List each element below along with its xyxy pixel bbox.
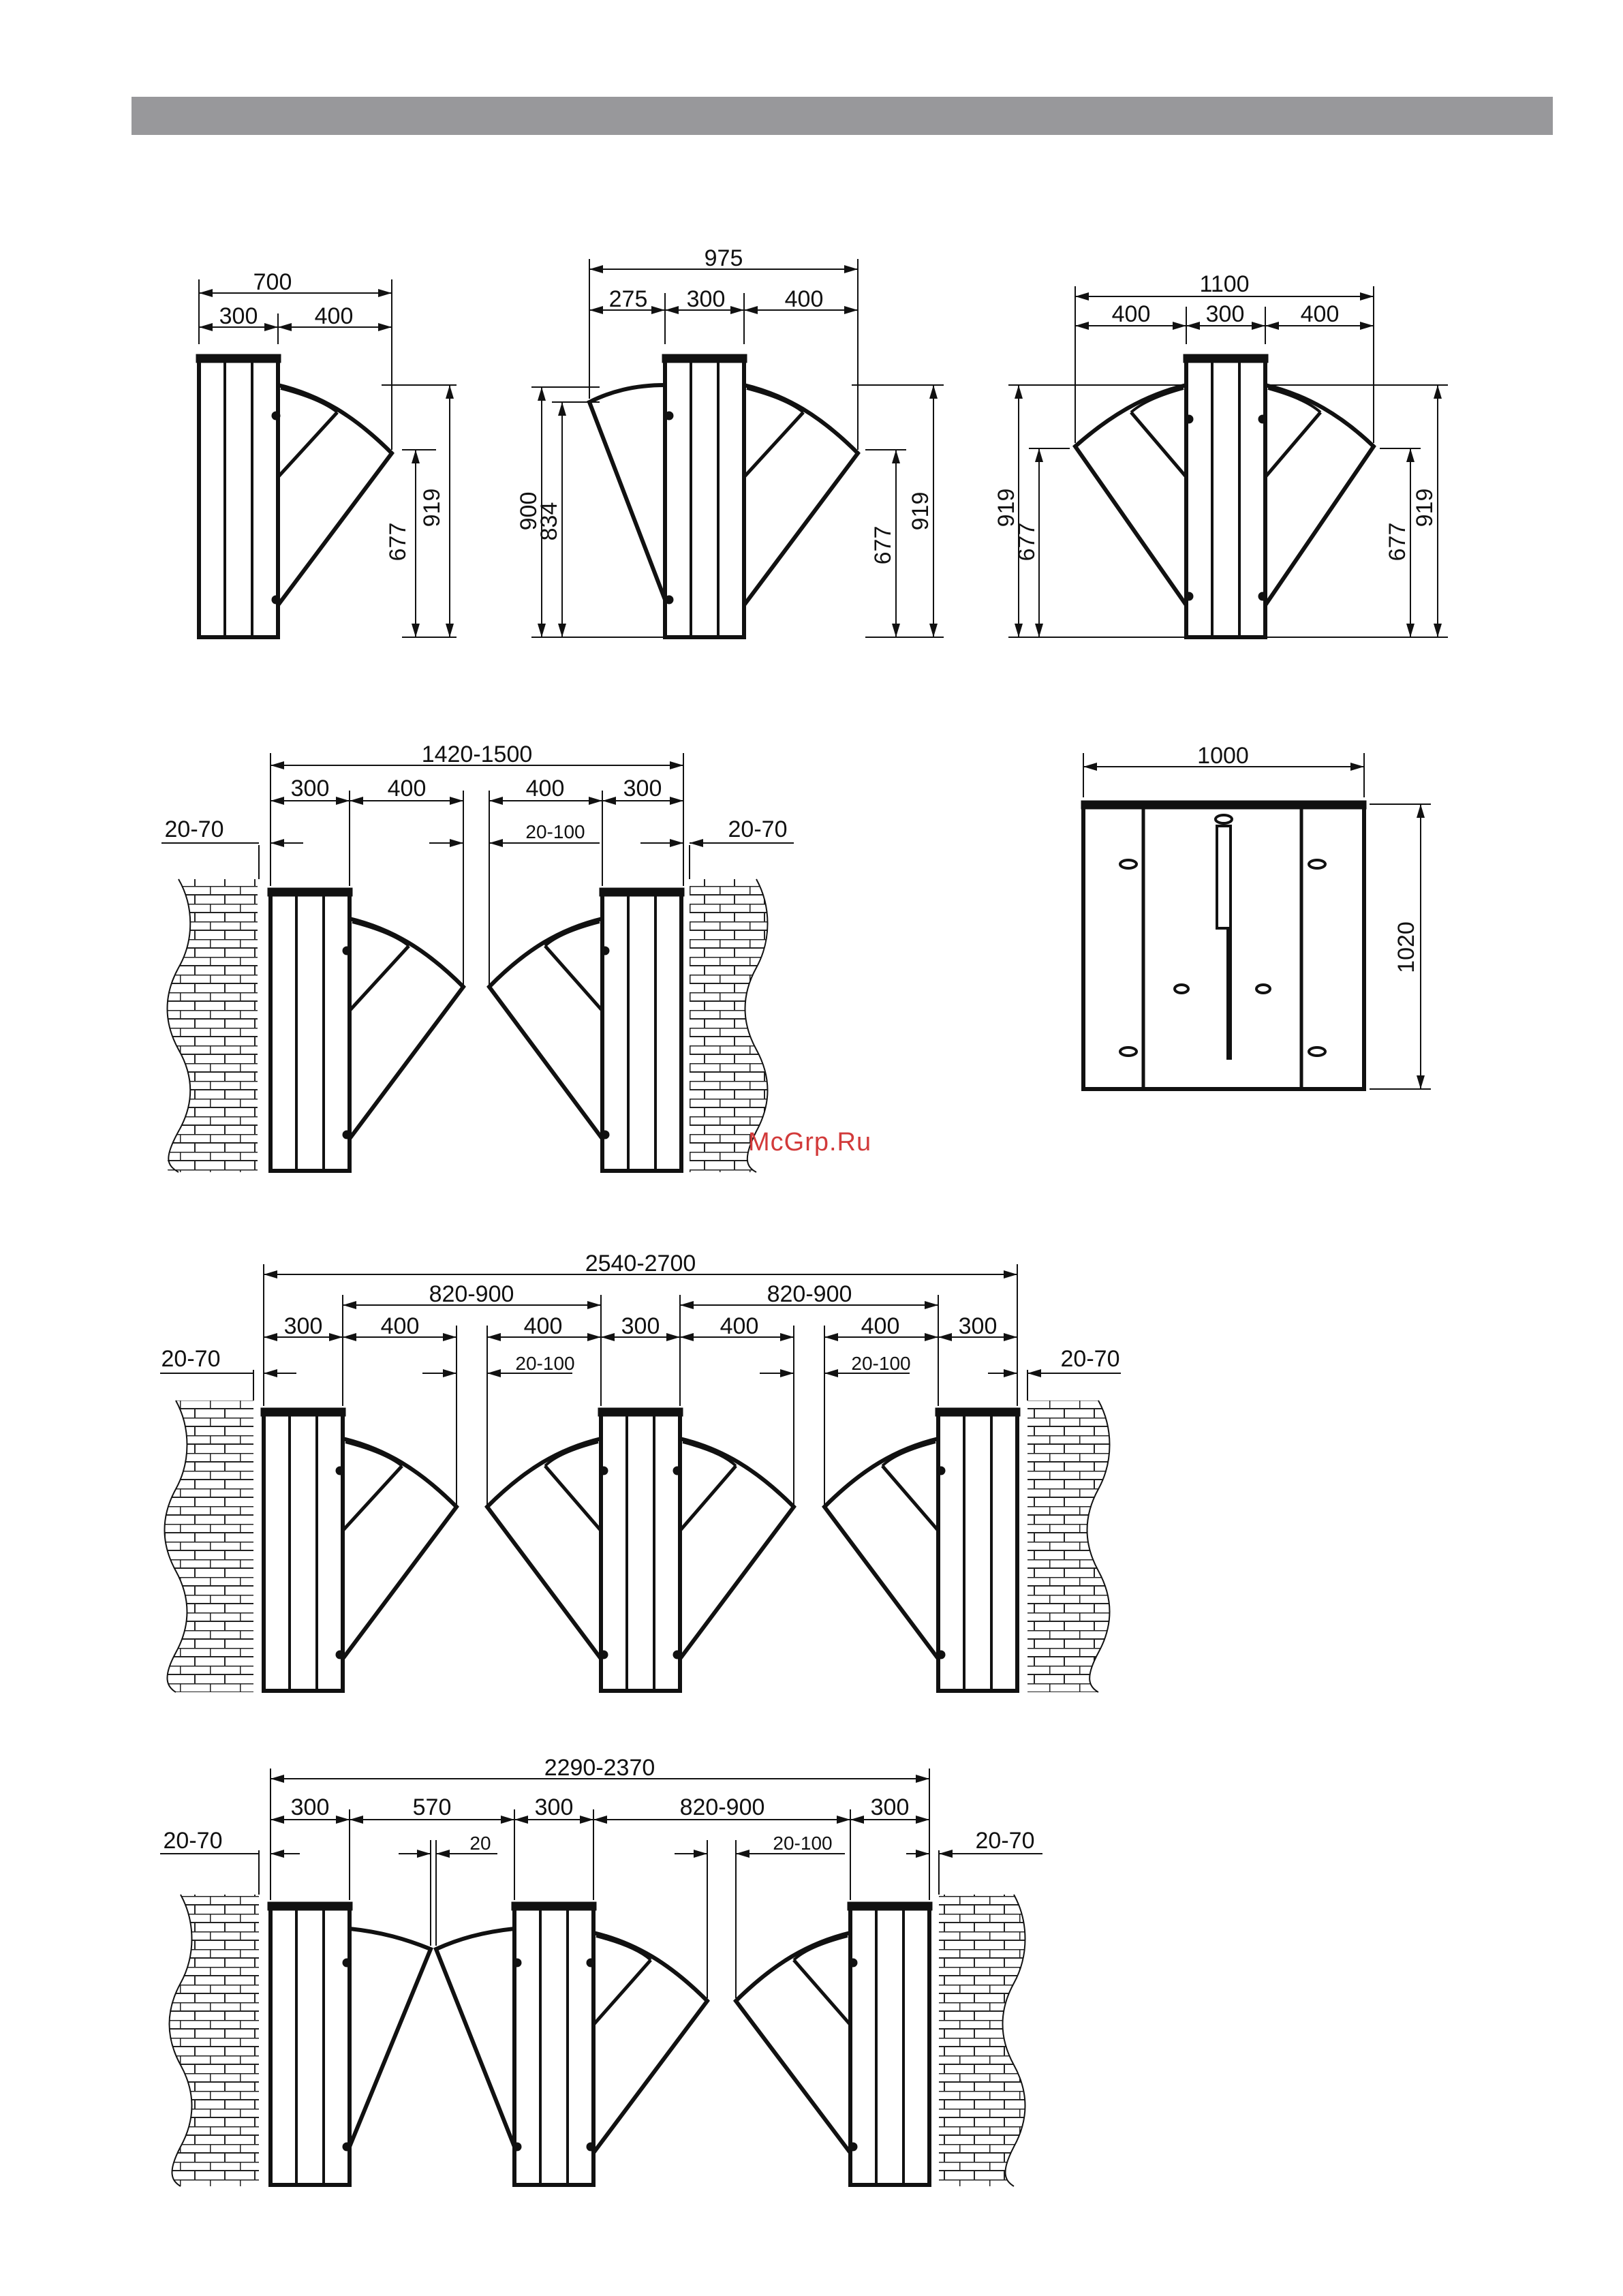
- dim-b-h4: 919: [908, 492, 933, 531]
- diagram-center-post: [1008, 286, 1448, 637]
- dim-b-post: 300: [687, 286, 726, 312]
- dim-g-wing-gap: 20-100: [773, 1833, 832, 1854]
- dim-c-right: 400: [1301, 301, 1340, 327]
- dim-c-h-left2: 677: [1014, 523, 1040, 562]
- wall-left: [168, 879, 258, 1175]
- diagram-front-view: [1081, 753, 1431, 1089]
- dim-b-h2: 834: [536, 502, 562, 541]
- diagram-post-two-wings: [531, 259, 944, 637]
- dim-g-wide: 570: [413, 1794, 452, 1820]
- dim-b-left: 275: [609, 286, 648, 312]
- dim-a-width: 700: [253, 269, 292, 295]
- dim-d-wall-gap-right: 20-70: [728, 816, 788, 842]
- dim-f-post3: 300: [959, 1313, 998, 1339]
- dim-d-wing1: 400: [388, 776, 427, 801]
- dim-a-height-total: 919: [419, 489, 445, 527]
- dim-g-passage: 820-900: [680, 1794, 765, 1820]
- wing: [278, 385, 392, 605]
- diagram-one-passage: [161, 753, 794, 1175]
- dim-a-wing: 400: [315, 303, 354, 329]
- dim-f-wing2: 400: [524, 1313, 563, 1339]
- dim-d-wing-gap: 20-100: [525, 821, 585, 842]
- dim-f-passage1: 820-900: [429, 1281, 514, 1307]
- dim-g-wall-gap-left: 20-70: [164, 1828, 223, 1854]
- wing-right: [744, 385, 858, 605]
- dim-g-total: 2290-2370: [544, 1755, 655, 1781]
- dim-d-post1: 300: [291, 776, 330, 801]
- dim-d-wall-gap-left: 20-70: [165, 816, 224, 842]
- diagram-wide-passage: [160, 1769, 1042, 2186]
- post-cap: [196, 354, 281, 363]
- dim-g-post2: 300: [535, 1794, 574, 1820]
- dim-g-small-gap: 20: [469, 1833, 491, 1854]
- dim-b-width: 975: [705, 245, 743, 271]
- dim-e-width: 1000: [1197, 743, 1249, 769]
- post: [199, 359, 278, 637]
- dim-f-wall-gap-right: 20-70: [1061, 1346, 1120, 1372]
- dim-b-right: 400: [785, 286, 824, 312]
- dim-f-wing-gap2: 20-100: [851, 1353, 910, 1374]
- dim-a-height-wing: 677: [385, 523, 411, 562]
- dim-g-post1: 300: [291, 1794, 330, 1820]
- dim-a-post: 300: [219, 303, 258, 329]
- dim-f-wing1: 400: [381, 1313, 420, 1339]
- dim-c-width: 1100: [1199, 271, 1249, 297]
- dim-f-wing4: 400: [861, 1313, 900, 1339]
- dim-c-left: 400: [1112, 301, 1151, 327]
- dim-f-post1: 300: [284, 1313, 323, 1339]
- dim-d-total: 1420-1500: [422, 741, 533, 767]
- dim-g-wall-gap-right: 20-70: [976, 1828, 1035, 1854]
- dim-f-passage2: 820-900: [767, 1281, 852, 1307]
- dim-e-height: 1020: [1393, 921, 1419, 973]
- dim-d-wing2: 400: [526, 776, 565, 801]
- dim-c-h-left1: 919: [993, 489, 1019, 527]
- dim-c-post: 300: [1206, 301, 1245, 327]
- dim-b-h3: 677: [870, 526, 896, 565]
- diagram-single-post: [196, 279, 457, 637]
- dim-f-wing3: 400: [720, 1313, 759, 1339]
- dim-c-h-right2: 919: [1412, 489, 1438, 527]
- watermark: McGrp.Ru: [748, 1128, 871, 1157]
- dim-f-post2: 300: [621, 1313, 660, 1339]
- dim-f-wall-gap-left: 20-70: [161, 1346, 221, 1372]
- dim-d-post2: 300: [623, 776, 662, 801]
- dim-f-total: 2540-2700: [585, 1251, 696, 1276]
- dim-g-post3: 300: [871, 1794, 910, 1820]
- wing-left: [589, 385, 665, 600]
- dim-c-h-right1: 677: [1385, 523, 1410, 562]
- dim-f-wing-gap1: 20-100: [515, 1353, 574, 1374]
